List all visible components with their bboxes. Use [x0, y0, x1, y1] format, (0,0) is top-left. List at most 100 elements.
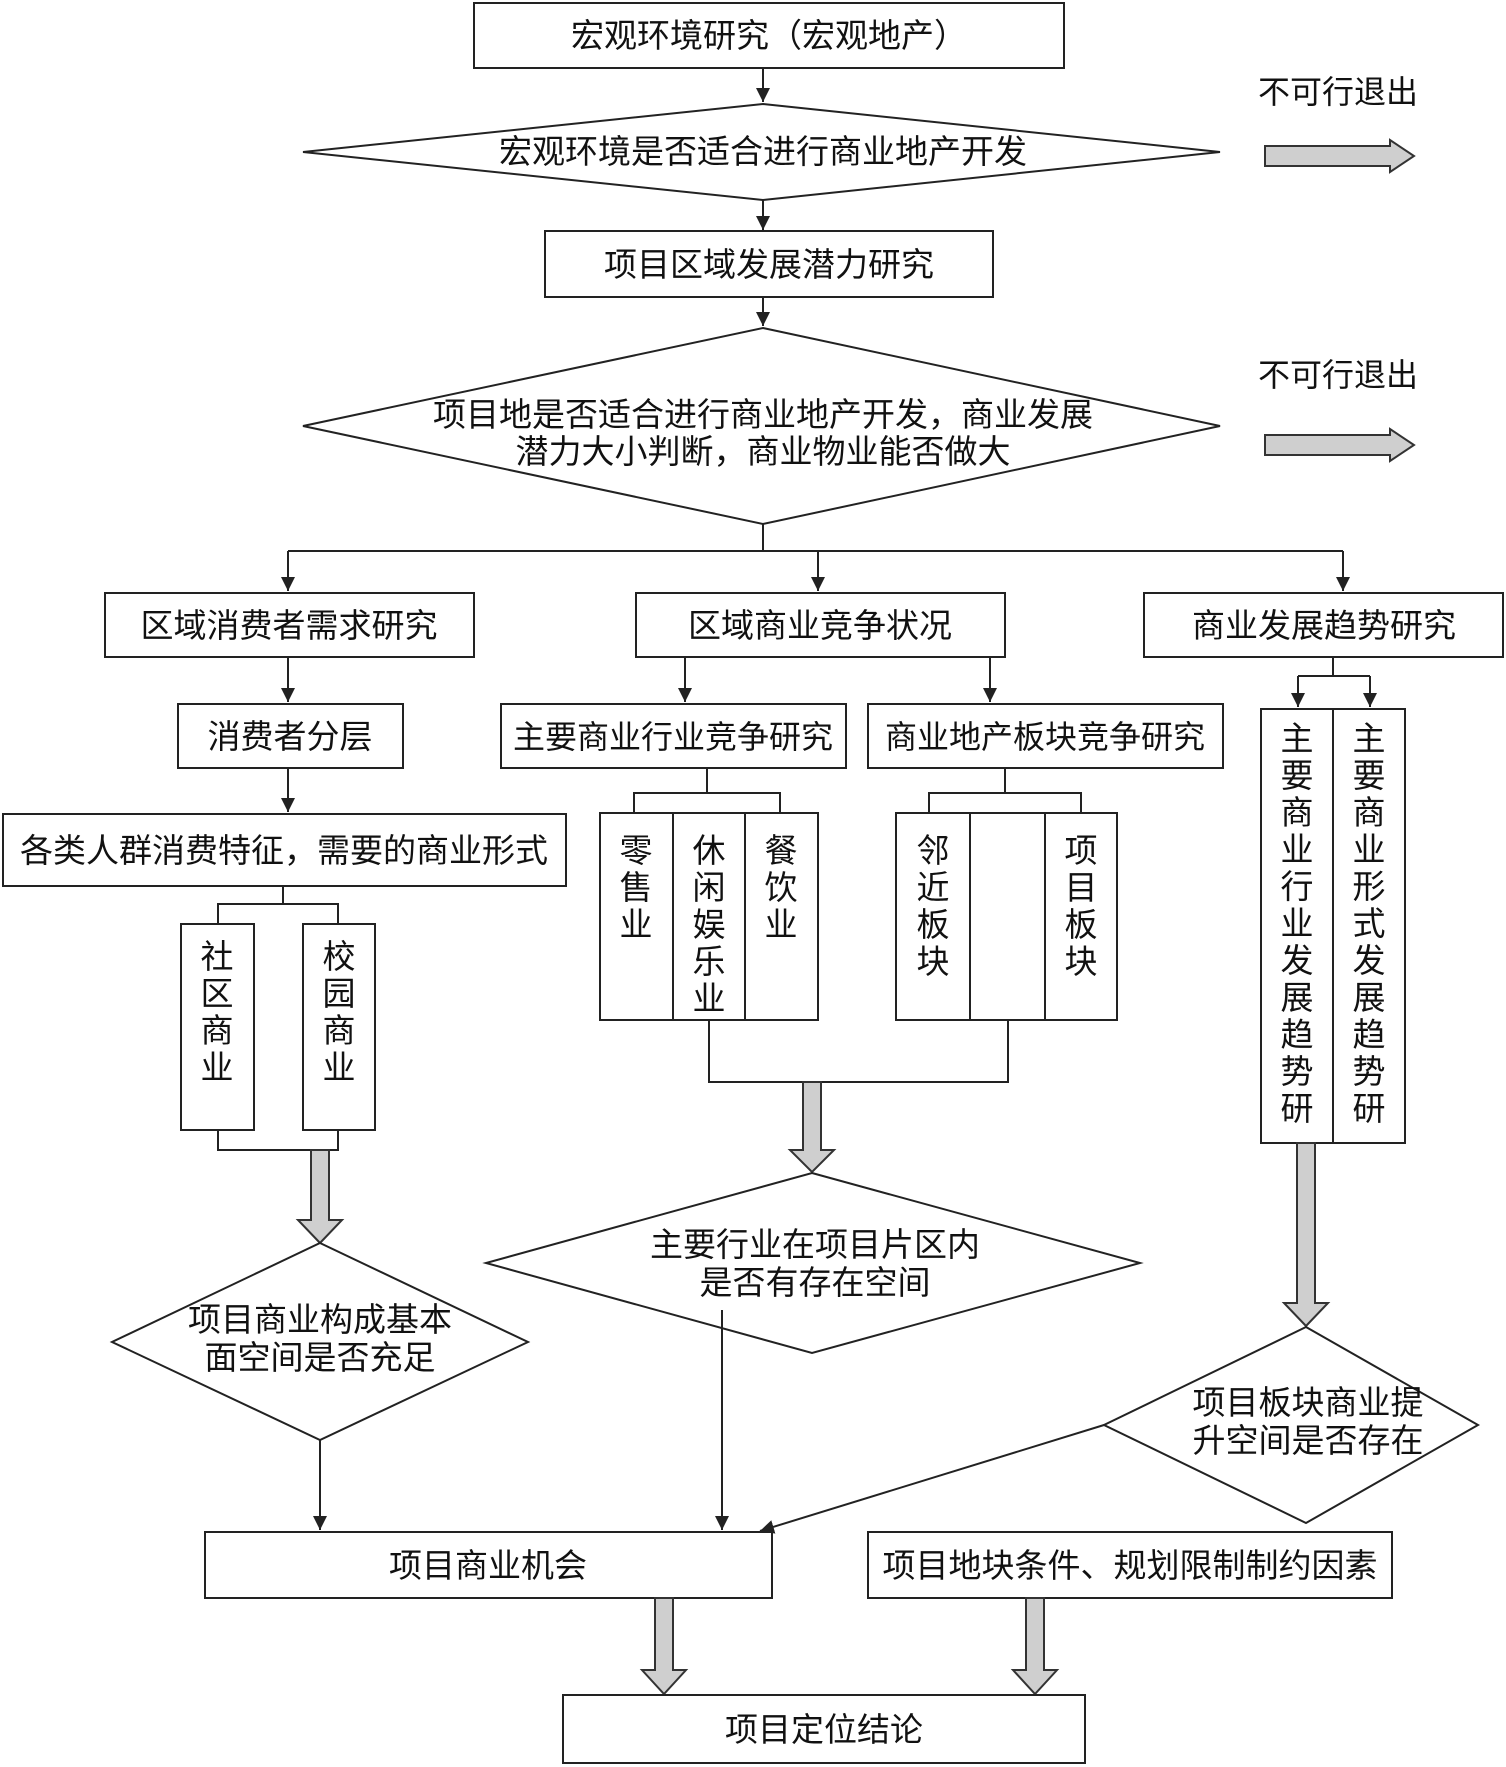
main-industry-competition-box: [500, 703, 847, 769]
site-decision-line-1: 项目地是否适合进行商业地产开发，商业发展: [433, 395, 1093, 434]
consumer-demand-label: 区域消费者需求研究: [141, 606, 438, 645]
exit-label-2: 不可行退出: [1258, 356, 1418, 394]
retail-char-1: 零: [620, 831, 653, 870]
fat-down-arrow-icon: [1281, 1142, 1331, 1328]
retail-char-2: 售: [620, 868, 653, 907]
merge-line: [708, 1020, 1009, 1083]
plate-competition-label: 商业地产板块竞争研究: [885, 718, 1205, 756]
leisure-char-4: 乐: [693, 942, 726, 981]
plate-upgrade-line-2: 升空间是否存在: [1193, 1421, 1424, 1460]
campus-biz-char-2: 园: [323, 974, 356, 1013]
bracket-line: [217, 1130, 339, 1151]
nearby-plate-char-3: 板: [917, 905, 950, 944]
form-trend-char-10: 势: [1353, 1052, 1386, 1091]
leisure-char-3: 娱: [693, 905, 726, 944]
campus-biz-char-1: 校: [323, 937, 356, 976]
bracket-line: [633, 792, 781, 813]
exit-arrow-1-icon: [1264, 138, 1416, 174]
trend-study-box: [1143, 592, 1504, 658]
campus-biz-char-4: 业: [323, 1048, 356, 1087]
industry-space-line-1: 主要行业在项目片区内: [650, 1225, 980, 1264]
crowd-features-label: 各类人群消费特征，需要的商业形式: [20, 831, 548, 870]
industry-trend-char-1: 主: [1281, 719, 1314, 758]
industry-trend-char-6: 业: [1281, 904, 1314, 943]
leisure-char-1: 休: [693, 831, 726, 870]
industry-trend-char-3: 商: [1281, 793, 1314, 832]
form-trend-box: [1332, 708, 1406, 1144]
plate-competition-box: [867, 703, 1224, 769]
industry-trend-char-11: 研: [1281, 1089, 1314, 1128]
industry-trend-box: [1260, 708, 1334, 1144]
conclusion-label: 项目定位结论: [725, 1710, 923, 1749]
industry-trend-char-9: 趋: [1281, 1015, 1314, 1054]
consumer-layers-box: [177, 703, 404, 769]
macro-study-label: 宏观环境研究（宏观地产）: [571, 16, 967, 55]
basic-space-line-2: 面空间是否充足: [205, 1338, 436, 1377]
project-plate-char-4: 块: [1065, 942, 1098, 981]
bracket-line: [217, 903, 339, 924]
basic-space-line-1: 项目商业构成基本: [188, 1300, 452, 1339]
leisure-char-5: 业: [693, 979, 726, 1018]
project-plate-char-1: 项: [1065, 831, 1098, 870]
plate-upgrade-decision-diamond: [1101, 1325, 1481, 1525]
industry-trend-char-5: 行: [1281, 867, 1314, 906]
macro-study-box: [473, 2, 1065, 69]
project-plate-char-2: 目: [1065, 868, 1098, 907]
industry-space-decision-diamond: [482, 1171, 1144, 1355]
nearby-plate-char-1: 邻: [917, 831, 950, 870]
industry-group-box: [599, 812, 819, 1021]
conclusion-box: [562, 1694, 1086, 1764]
consumer-demand-box: [104, 592, 475, 658]
fat-down-arrow-icon: [295, 1149, 345, 1245]
form-trend-char-5: 形: [1353, 867, 1386, 906]
form-trend-char-1: 主: [1353, 719, 1386, 758]
industry-trend-char-7: 发: [1281, 941, 1314, 980]
fat-down-arrow-icon: [639, 1597, 689, 1696]
fat-down-arrow-icon: [1010, 1597, 1060, 1696]
form-trend-char-9: 趋: [1353, 1015, 1386, 1054]
industry-trend-char-8: 展: [1281, 978, 1314, 1017]
form-trend-char-11: 研: [1353, 1089, 1386, 1128]
community-biz-char-1: 社: [201, 937, 234, 976]
connector-arrow: [759, 1424, 1105, 1534]
catering-char-2: 饮: [765, 868, 798, 907]
catering-char-3: 业: [765, 905, 798, 944]
constraints-box: [867, 1531, 1393, 1599]
plate-upgrade-line-1: 项目板块商业提: [1193, 1383, 1424, 1422]
exit-label-1: 不可行退出: [1258, 73, 1418, 111]
trend-study-label: 商业发展趋势研究: [1192, 606, 1456, 645]
industry-trend-char-10: 势: [1281, 1052, 1314, 1091]
commercial-competition-label: 区域商业竞争状况: [688, 606, 952, 645]
form-trend-char-7: 发: [1353, 941, 1386, 980]
main-industry-competition-label: 主要商业行业竞争研究: [513, 718, 833, 756]
crowd-features-box: [2, 813, 567, 887]
form-trend-char-6: 式: [1353, 904, 1386, 943]
commercial-competition-box: [635, 592, 1006, 658]
project-plate-char-3: 板: [1065, 905, 1098, 944]
opportunity-label: 项目商业机会: [389, 1546, 587, 1585]
region-potential-label: 项目区域发展潜力研究: [604, 245, 934, 284]
opportunity-box: [204, 1531, 773, 1599]
site-decision-line-2: 潜力大小判断，商业物业能否做大: [516, 432, 1011, 471]
community-biz-char-2: 区: [201, 974, 234, 1013]
fat-down-arrow-icon: [787, 1081, 837, 1174]
form-trend-char-4: 业: [1353, 830, 1386, 869]
community-biz-char-3: 商: [201, 1011, 234, 1050]
industry-trend-char-4: 业: [1281, 830, 1314, 869]
consumer-layers-label: 消费者分层: [208, 717, 373, 756]
plate-group-box: [895, 812, 1118, 1021]
retail-char-3: 业: [620, 905, 653, 944]
nearby-plate-char-2: 近: [917, 868, 950, 907]
exit-arrow-2-icon: [1264, 427, 1416, 463]
catering-char-1: 餐: [765, 831, 798, 870]
form-trend-char-2: 要: [1353, 756, 1386, 795]
nearby-plate-char-4: 块: [917, 942, 950, 981]
form-trend-char-8: 展: [1353, 978, 1386, 1017]
macro-decision-label: 宏观环境是否适合进行商业地产开发: [499, 132, 1027, 171]
form-trend-char-3: 商: [1353, 793, 1386, 832]
community-biz-char-4: 业: [201, 1048, 234, 1087]
region-potential-box: [544, 230, 994, 298]
bracket-line: [928, 792, 1082, 813]
constraints-label: 项目地块条件、规划限制制约因素: [883, 1546, 1378, 1585]
